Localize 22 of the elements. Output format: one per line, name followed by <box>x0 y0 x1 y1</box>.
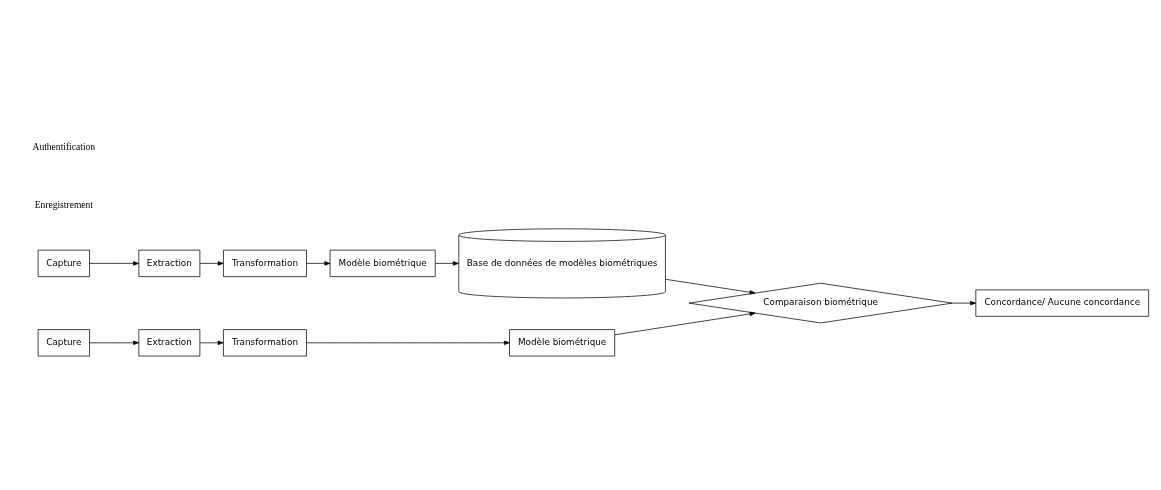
arrow <box>435 261 459 266</box>
arrow <box>306 261 331 266</box>
node-box: Extraction <box>138 329 201 357</box>
node-diamond: Comparaison biométrique <box>688 282 953 324</box>
node-box: Extraction <box>138 249 201 277</box>
label: Authentification <box>32 140 96 152</box>
arrow <box>199 340 224 345</box>
node-box: Transformation <box>223 329 307 357</box>
arrow <box>665 278 756 295</box>
arrow <box>89 340 140 345</box>
node-box: Capture <box>37 249 90 277</box>
arrow <box>306 340 510 345</box>
label: Enregistrement <box>34 198 93 210</box>
node-box: Transformation <box>223 249 307 277</box>
arrow <box>614 311 756 336</box>
node-box: Modèle biométrique <box>509 329 616 357</box>
arrow <box>951 300 977 306</box>
arrow <box>89 261 140 266</box>
node-box: Capture <box>37 329 90 357</box>
node-box: Modèle biométrique <box>329 249 436 277</box>
arrow <box>199 261 224 266</box>
node-box: Concordance/ Aucune concordance <box>975 289 1150 317</box>
